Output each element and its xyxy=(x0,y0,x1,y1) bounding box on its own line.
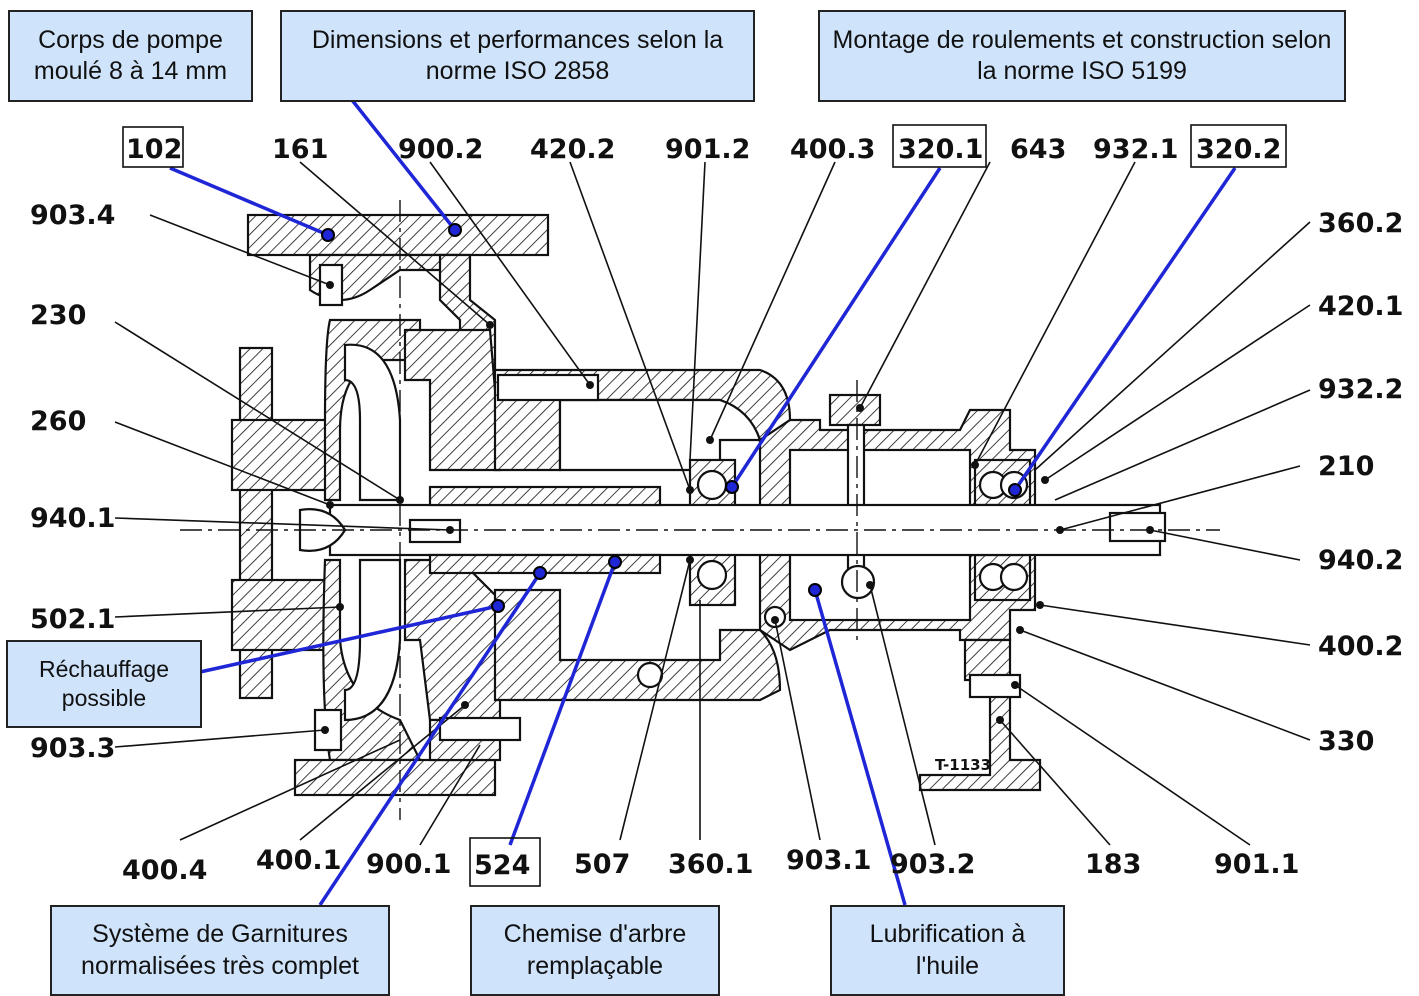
part-label: 643 xyxy=(1010,134,1066,165)
part-label: 420.1 xyxy=(1318,291,1403,322)
part-label: 502.1 xyxy=(30,604,115,635)
part-labels: 102 161 900.2 420.2 901.2 400.3 320.1 64… xyxy=(30,134,1403,886)
drawing-reference: T-1133 xyxy=(935,756,991,774)
callout-rechauffage: Réchauffage possible xyxy=(6,640,202,728)
part-label: 420.2 xyxy=(530,134,615,165)
part-label: 903.2 xyxy=(890,849,975,880)
callout-dimensions: Dimensions et performances selon la norm… xyxy=(280,10,755,102)
leader-lines xyxy=(114,161,1311,846)
callout-lubrification: Lubrification à l'huile xyxy=(830,905,1065,996)
callout-chemise: Chemise d'arbre remplaçable xyxy=(470,905,720,996)
part-label: 940.1 xyxy=(30,503,115,534)
part-label: 400.4 xyxy=(122,855,207,886)
leader-dots xyxy=(321,281,1154,734)
part-label: 161 xyxy=(272,134,328,165)
part-label: 900.2 xyxy=(398,134,483,165)
part-label: 330 xyxy=(1318,726,1374,757)
part-label: 903.3 xyxy=(30,733,115,764)
callout-montage-roulements: Montage de roulements et construction se… xyxy=(818,10,1346,102)
callout-leaders xyxy=(169,98,1237,906)
part-label: 903.4 xyxy=(30,200,115,231)
part-label: 360.1 xyxy=(668,849,753,880)
part-label: 210 xyxy=(1318,451,1374,482)
part-label: 400.1 xyxy=(256,845,341,876)
part-label: 400.3 xyxy=(790,134,875,165)
part-label: 320.2 xyxy=(1196,134,1281,165)
callout-corps-de-pompe: Corps de pompe moulé 8 à 14 mm xyxy=(8,10,253,102)
part-label: 940.2 xyxy=(1318,545,1403,576)
part-label: 932.2 xyxy=(1318,374,1403,405)
callout-anchor-dots xyxy=(321,223,1022,613)
part-label: 320.1 xyxy=(898,134,983,165)
part-label: 183 xyxy=(1085,849,1141,880)
part-label: 901.1 xyxy=(1214,849,1299,880)
part-label: 260 xyxy=(30,406,86,437)
part-label: 903.1 xyxy=(786,845,871,876)
part-label: 102 xyxy=(126,134,182,165)
part-label: 901.2 xyxy=(665,134,750,165)
part-label: 400.2 xyxy=(1318,631,1403,662)
part-label: 900.1 xyxy=(366,849,451,880)
part-label: 507 xyxy=(574,849,630,880)
part-label: 360.2 xyxy=(1318,208,1403,239)
part-label: 932.1 xyxy=(1093,134,1178,165)
part-label: 230 xyxy=(30,300,86,331)
part-label: 524 xyxy=(474,850,530,881)
boxed-label-frames xyxy=(122,124,1287,887)
callout-garnitures: Système de Garnitures normalisées très c… xyxy=(50,905,390,996)
